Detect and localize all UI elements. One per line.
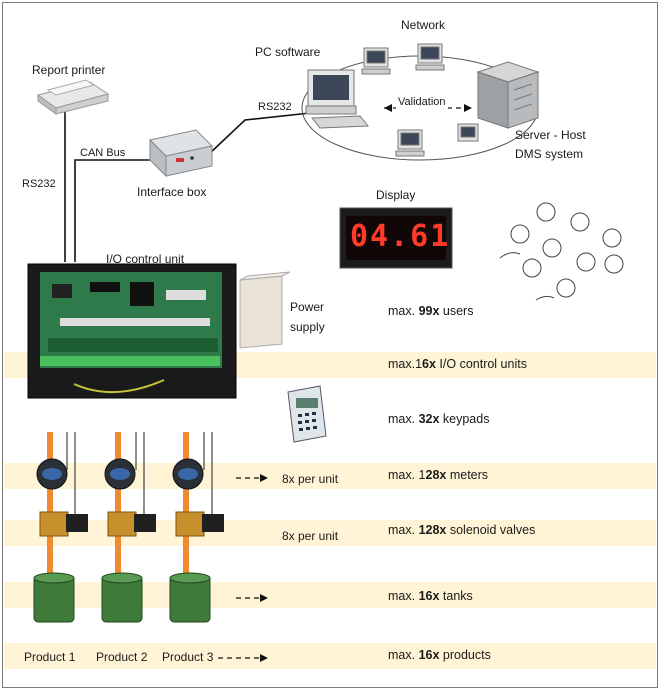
rs232-pc-line [207,112,311,156]
interface-box-icon [148,129,214,178]
validation-label: Validation [396,95,448,109]
display-panel [339,207,453,269]
interface-box-label: Interface box [137,185,207,199]
server-icon [476,61,540,129]
product-label: Product 2 [96,650,148,664]
product-label: Product 3 [162,650,214,664]
capacity-users: max. 99x users [388,304,474,318]
users-icon [499,202,624,301]
band-products [4,643,656,669]
meter-icons [36,458,204,490]
power-supply-label-line2: supply [290,320,325,334]
network-workstation-icons [361,43,479,157]
rs232-top-label: RS232 [258,101,292,113]
printer-icon [36,79,110,115]
capacity-io-units: max.16x I/O control units [388,357,527,371]
dashed-arrows [218,477,262,659]
pc-software-label: PC software [255,45,321,59]
capacity-solenoid-valves: max. 128x solenoid valves [388,523,536,537]
meters-per-unit-label: 8x per unit [282,472,339,486]
keypad-icon [287,385,327,443]
display-value: 04.61 [350,219,451,254]
capacity-products: max. 16x products [388,648,491,662]
diagram-frame [2,2,658,688]
network-label: Network [401,18,446,32]
can-bus-label: CAN Bus [80,147,126,159]
solenoid-valve-icons [39,511,224,537]
product-label: Product 1 [24,650,76,664]
server-label-line1: Server - Host [515,128,586,142]
report-printer-label: Report printer [32,63,106,77]
capacity-tanks: max. 16x tanks [388,589,473,603]
can-bus-line [74,159,150,262]
rs232-left-label: RS232 [22,178,56,190]
io-control-unit-label: I/O control unit [106,252,185,266]
power-supply-icon [239,271,291,349]
signal-cables [66,432,213,530]
tank-icons [33,572,211,623]
power-supply-label-line1: Power [290,300,325,314]
server-label-line2: DMS system [515,147,584,161]
capacity-keypads: max. 32x keypads [388,412,490,426]
capacity-meters: max. 128x meters [388,468,489,482]
pc-icon [305,69,370,129]
product-pipes [47,432,189,574]
valves-per-unit-label: 8x per unit [282,529,339,543]
io-control-unit [27,263,237,399]
display-label: Display [376,188,416,202]
